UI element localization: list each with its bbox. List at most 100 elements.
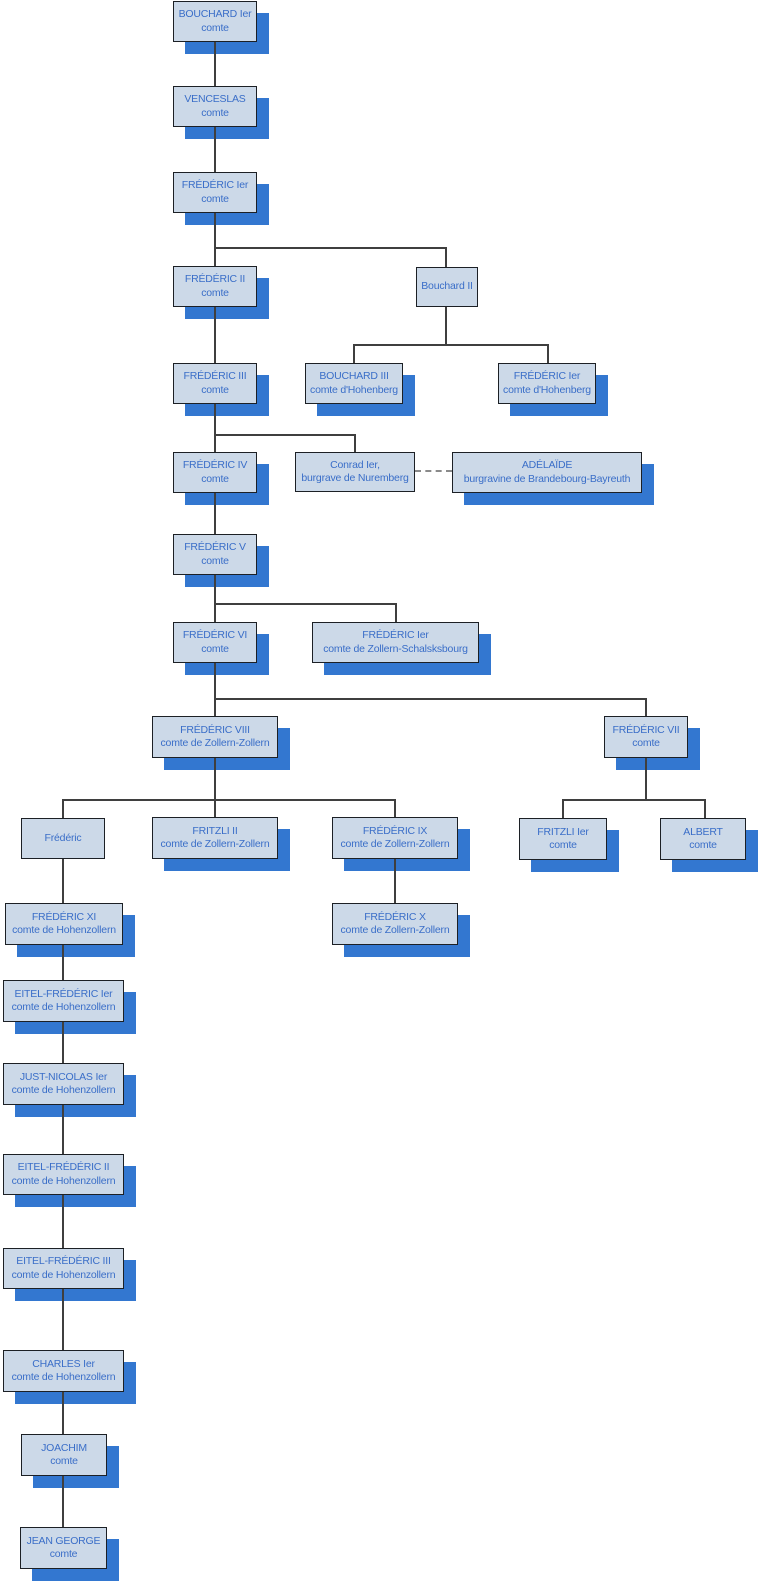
node-title: FRÉDÉRIC Ier xyxy=(181,179,249,191)
node-title: CHARLES Ier xyxy=(32,1357,95,1370)
node-subtitle: comte xyxy=(549,839,577,851)
node-subtitle: comte xyxy=(201,192,229,205)
node-title: BOUCHARD III xyxy=(319,370,389,382)
node-frederic-8: FRÉDÉRIC VIII comte de Zollern-Zollern xyxy=(152,716,278,758)
node-title: FRÉDÉRIC III xyxy=(183,370,247,382)
node-frederic-4: FRÉDÉRIC IV comte xyxy=(173,452,257,493)
connector-line xyxy=(62,1105,64,1154)
node-title: FRÉDÉRIC IV xyxy=(182,459,248,471)
node-subtitle: burgravine de Brandebourg-Bayreuth xyxy=(463,472,631,485)
connector-line xyxy=(62,1476,64,1527)
connector-line xyxy=(62,859,64,903)
node-subtitle: comte de Hohenzollern xyxy=(11,1084,116,1096)
connector-line xyxy=(704,799,706,818)
connector-line xyxy=(394,799,396,817)
node-title: VENCESLAS xyxy=(184,93,246,105)
node-subtitle: comte de Zollern-Zollern xyxy=(340,924,450,936)
node-frederic-6: FRÉDÉRIC VI comte xyxy=(173,622,257,663)
node-eitel-frederic-3: EITEL-FRÉDÉRIC III comte de Hohenzollern xyxy=(3,1248,124,1289)
connector-line xyxy=(62,945,64,980)
node-subtitle: comte xyxy=(201,642,229,655)
connector-line xyxy=(214,127,216,172)
connector-line xyxy=(214,663,216,716)
node-title: FRITZLI II xyxy=(192,824,238,837)
node-subtitle: comte xyxy=(50,1455,78,1467)
connector-line xyxy=(214,758,216,817)
node-title: EITEL-FRÉDÉRIC III xyxy=(16,1255,111,1267)
node-subtitle: comte xyxy=(201,383,229,396)
node-title: FRÉDÉRIC VI xyxy=(182,629,248,641)
node-fritzli-1: FRITZLI Ier comte xyxy=(519,818,607,860)
node-frederic-7: FRÉDÉRIC VII comte xyxy=(604,716,688,758)
node-subtitle: comte xyxy=(201,286,229,299)
connector-line xyxy=(645,698,647,716)
node-title: EITEL-FRÉDÉRIC II xyxy=(17,1161,110,1173)
node-subtitle: comte xyxy=(49,1548,78,1560)
node-title: FRITZLI Ier xyxy=(537,825,589,838)
connector-line xyxy=(562,799,706,801)
connector-line xyxy=(214,247,447,249)
node-title: EITEL-FRÉDÉRIC Ier xyxy=(14,987,113,1000)
node-frederic-5: FRÉDÉRIC V comte xyxy=(173,534,257,575)
node-just-nicolas-1: JUST-NICOLAS Ier comte de Hohenzollern xyxy=(3,1063,124,1105)
node-title: FRÉDÉRIC VIII xyxy=(180,723,250,736)
connector-line xyxy=(214,493,216,534)
connector-line xyxy=(62,1392,64,1434)
node-subtitle: burgrave de Nuremberg xyxy=(301,472,409,484)
node-title: JUST-NICOLAS Ier xyxy=(19,1070,108,1083)
node-venceslas: VENCESLAS comte xyxy=(173,86,257,127)
connector-line xyxy=(62,1022,64,1063)
node-subtitle: comte xyxy=(689,839,717,851)
node-subtitle: comte xyxy=(201,472,229,485)
node-subtitle: comte de Hohenzollern xyxy=(11,1001,116,1013)
node-title: ADÉLAÏDE xyxy=(521,459,573,471)
connector-line xyxy=(395,603,397,622)
connector-line xyxy=(562,799,564,818)
node-title: Conrad Ier, xyxy=(330,458,380,471)
node-subtitle: comte xyxy=(201,106,229,119)
node-title: FRÉDÉRIC V xyxy=(184,541,246,553)
node-subtitle: comte de Zollern-Zollern xyxy=(160,737,270,749)
node-title: ALBERT xyxy=(683,825,723,838)
node-title: BOUCHARD Ier xyxy=(178,8,252,20)
node-title: FRÉDÉRIC VII xyxy=(612,723,680,736)
connector-line xyxy=(214,698,647,700)
connector-line xyxy=(62,1195,64,1248)
node-frederic-3: FRÉDÉRIC III comte xyxy=(173,363,257,404)
node-frederic-1-zollern: FRÉDÉRIC Ier comte de Zollern-Schalsksbo… xyxy=(312,622,479,663)
node-eitel-frederic-1: EITEL-FRÉDÉRIC Ier comte de Hohenzollern xyxy=(3,980,124,1022)
node-bouchard-1: BOUCHARD Ier comte xyxy=(173,1,257,42)
node-adelaide: ADÉLAÏDE burgravine de Brandebourg-Bayre… xyxy=(452,452,642,493)
node-title: FRÉDÉRIC X xyxy=(364,910,426,923)
node-subtitle: comte xyxy=(632,737,660,749)
node-charles-1: CHARLES Ier comte de Hohenzollern xyxy=(3,1350,124,1392)
node-title: FRÉDÉRIC XI xyxy=(31,910,97,923)
node-frederic-2: FRÉDÉRIC II comte xyxy=(173,266,257,307)
node-conrad-1: Conrad Ier, burgrave de Nuremberg xyxy=(295,452,415,492)
node-frederic-11: FRÉDÉRIC XI comte de Hohenzollern xyxy=(5,903,123,945)
node-subtitle: comte de Zollern-Zollern xyxy=(160,838,270,850)
node-subtitle: comte d'Hohenberg xyxy=(310,383,398,396)
connector-line xyxy=(445,247,447,267)
node-title: FRÉDÉRIC II xyxy=(184,273,246,285)
node-jean-george: JEAN GEORGE comte xyxy=(20,1527,107,1569)
node-bouchard-3: BOUCHARD III comte d'Hohenberg xyxy=(305,363,403,404)
connector-line xyxy=(214,603,397,605)
node-subtitle: comte de Hohenzollern xyxy=(12,924,116,936)
node-subtitle: comte d'Hohenberg xyxy=(503,383,591,396)
node-subtitle: comte de Hohenzollern xyxy=(11,1371,116,1383)
node-frederic-1-hohenberg: FRÉDÉRIC Ier comte d'Hohenberg xyxy=(498,363,596,404)
connector-line xyxy=(353,344,549,346)
marriage-dashed-line xyxy=(415,470,452,472)
connector-line xyxy=(214,307,216,363)
connector-line xyxy=(354,434,356,452)
node-frederic-10: FRÉDÉRIC X comte de Zollern-Zollern xyxy=(332,903,458,945)
node-title: Frédéric xyxy=(44,831,82,844)
connector-line xyxy=(394,859,396,903)
node-subtitle: comte de Zollern-Schalsksbourg xyxy=(323,642,468,655)
connector-line xyxy=(62,799,64,818)
node-frederic: Frédéric xyxy=(21,818,105,859)
node-title: FRÉDÉRIC Ier xyxy=(362,629,429,641)
node-subtitle: comte de Hohenzollern xyxy=(11,1268,116,1281)
node-title: JEAN GEORGE xyxy=(26,1534,101,1547)
